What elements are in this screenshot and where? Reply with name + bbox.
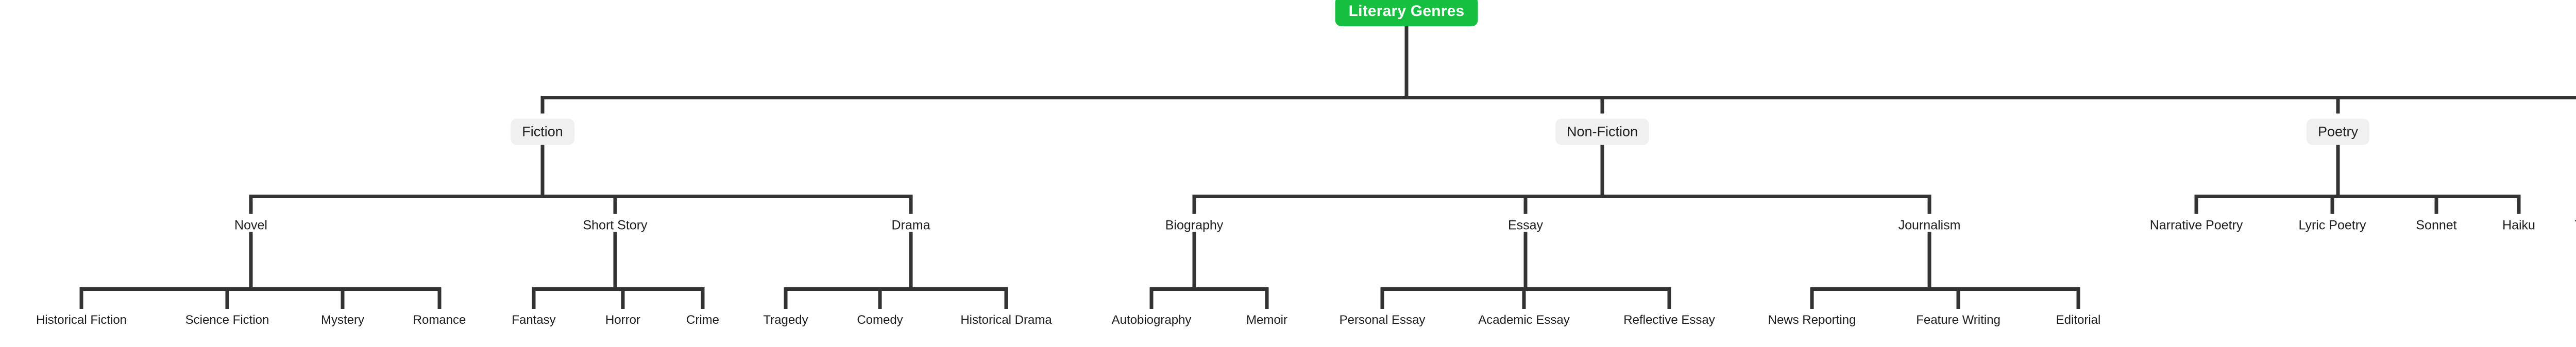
tree-node-horror: Horror [605, 313, 641, 327]
edge-drop-sonnet [2434, 195, 2438, 214]
edge-drop-poetry [2336, 96, 2340, 114]
edge-drop-feature-writing [1956, 287, 1960, 309]
edge-drop-horror [621, 287, 625, 309]
tree-node-journalism: Journalism [1898, 218, 1961, 233]
edge-stem-root [1404, 26, 1409, 99]
edge-drop-memoir [1265, 287, 1269, 309]
edge-drop-narrative-poetry [2194, 195, 2198, 214]
edge-stem-drama-fic [909, 232, 913, 291]
edge-drop-news-reporting [1810, 287, 1814, 309]
edge-drop-tragedy [784, 287, 788, 309]
tree-node-crime: Crime [686, 313, 719, 327]
edge-bar-novel [79, 287, 442, 291]
edge-drop-fiction [540, 96, 545, 114]
tree-node-haiku: Haiku [2502, 218, 2535, 233]
tree-node-science-fiction: Science Fiction [185, 313, 269, 327]
tree-node-historical-drama: Historical Drama [960, 313, 1052, 327]
edge-stem-nonfiction [1600, 145, 1604, 198]
edge-stem-shortstory [613, 232, 617, 291]
tree-node-news-reporting: News Reporting [1768, 313, 1856, 327]
edge-bar-fiction [249, 195, 913, 198]
tree-node-academic-essay: Academic Essay [1478, 313, 1570, 327]
edge-drop-mystery [341, 287, 345, 309]
tree-node-historical-fiction: Historical Fiction [36, 313, 127, 327]
edge-drop-novel [249, 195, 253, 214]
tree-node-lyric-poetry: Lyric Poetry [2298, 218, 2366, 233]
edge-drop-historical-fiction [79, 287, 83, 309]
edge-stem-novel [249, 232, 253, 291]
edge-drop-haiku [2517, 195, 2521, 214]
edge-bar-essay [1380, 287, 1671, 291]
tree-node-tragedy-d: Tragedy [2575, 219, 2576, 232]
tree-node-feature-writing: Feature Writing [1916, 313, 2001, 327]
edge-drop-autobiography [1149, 287, 1154, 309]
tree-node-narrative-poetry: Narrative Poetry [2149, 218, 2243, 233]
edge-drop-science-fiction [225, 287, 229, 309]
edge-bar-root [540, 96, 2576, 99]
tree-node-nonfiction[interactable]: Non-Fiction [1555, 118, 1650, 145]
edge-bar-shortstory [532, 287, 705, 291]
edge-drop-essay [1523, 195, 1528, 214]
edge-drop-crime [701, 287, 705, 309]
edge-drop-personal-essay [1380, 287, 1384, 309]
edge-drop-academic-essay [1522, 287, 1526, 309]
edge-stem-biography [1192, 232, 1196, 291]
edge-drop-romance [437, 287, 442, 309]
edge-drop-journalism [1927, 195, 1931, 214]
edge-drop-fantasy [532, 287, 536, 309]
tree-node-romance: Romance [413, 313, 466, 327]
edge-stem-essay [1523, 232, 1528, 291]
edge-drop-shortstory [613, 195, 617, 214]
edge-drop-drama-fic [909, 195, 913, 214]
tree-node-memoir: Memoir [1246, 313, 1288, 327]
edge-stem-poetry [2336, 145, 2340, 198]
edge-drop-comedy [878, 287, 882, 309]
edge-drop-lyric-poetry [2330, 195, 2334, 214]
tree-node-biography: Biography [1165, 218, 1224, 233]
tree-node-mystery: Mystery [321, 313, 364, 327]
tree-node-fantasy: Fantasy [512, 313, 556, 327]
tree-node-tragedy: Tragedy [763, 313, 808, 327]
tree-node-reflective-essay: Reflective Essay [1623, 313, 1715, 327]
edge-bar-nonfiction [1192, 195, 1931, 198]
tree-node-comedy: Comedy [857, 313, 903, 327]
edge-bar-biography [1149, 287, 1269, 291]
tree-node-essay: Essay [1507, 218, 1544, 233]
tree-node-shortstory: Short Story [583, 218, 648, 233]
tree-node-root[interactable]: Literary Genres [1335, 0, 1478, 26]
tree-node-fiction[interactable]: Fiction [511, 118, 574, 145]
edge-bar-drama-fic [784, 287, 1008, 291]
edge-stem-journalism [1927, 232, 1931, 291]
edge-drop-biography [1192, 195, 1196, 214]
tree-node-personal-essay: Personal Essay [1339, 313, 1426, 327]
edge-bar-journalism [1810, 287, 2080, 291]
edge-drop-historical-drama [1004, 287, 1008, 309]
tree-node-novel: Novel [234, 218, 267, 233]
edge-drop-editorial [2076, 287, 2080, 309]
edge-drop-reflective-essay [1667, 287, 1671, 309]
edge-bar-poetry [2194, 195, 2521, 198]
tree-node-sonnet: Sonnet [2416, 218, 2457, 233]
tree-node-drama-fic: Drama [891, 218, 930, 233]
tree-node-editorial: Editorial [2056, 313, 2101, 327]
tree-node-autobiography: Autobiography [1111, 313, 1192, 327]
edge-stem-fiction [540, 145, 545, 198]
edge-drop-nonfiction [1600, 96, 1604, 114]
tree-node-poetry[interactable]: Poetry [2306, 118, 2370, 145]
